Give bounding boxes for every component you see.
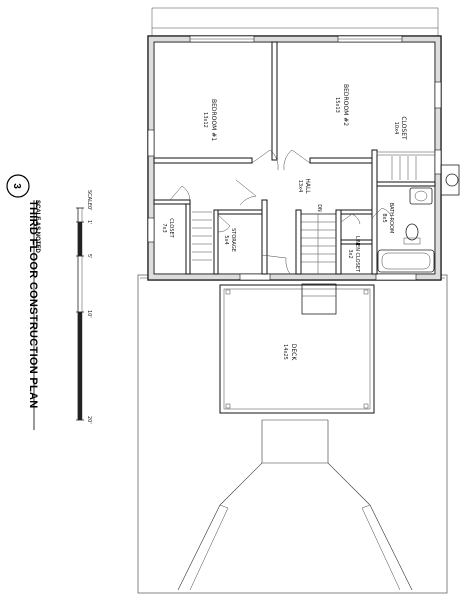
closet-top-size: 10x4	[393, 122, 399, 135]
linen-size: 3x2	[347, 249, 353, 258]
label-deck: DECK 14x25	[282, 344, 297, 362]
bedroom1-name: BEDROOM #1	[210, 99, 217, 141]
scale-tick-0: 0'	[86, 206, 92, 211]
label-linen: LINEN CLOSET 3x2	[347, 236, 360, 273]
linen-name: LINEN CLOSET	[354, 236, 360, 273]
interior-walls	[153, 41, 436, 275]
scale-tick-20: 20'	[86, 416, 92, 424]
bath-fixtures	[377, 187, 435, 273]
scale-label: SCALE:	[86, 190, 92, 208]
label-dn: DN	[316, 204, 322, 212]
sheet-number: 3	[11, 183, 22, 189]
closet-left-name: CLOSET	[168, 218, 174, 238]
label-bath: BATH ROOM 8x5	[381, 203, 394, 234]
bedroom2-name: BEDROOM #2	[342, 84, 349, 126]
label-bedroom1: BEDROOM #1 13x12	[202, 99, 217, 141]
stairs	[192, 211, 337, 275]
closet-top-name: CLOSET	[400, 116, 407, 140]
closet-shelves	[391, 156, 417, 180]
label-hall: HALL 13x4	[297, 178, 311, 194]
label-bedroom2: BEDROOM #2 15x13	[334, 84, 349, 126]
deck-stair	[301, 283, 337, 315]
scale-note: SCALE AS NOTED	[34, 200, 40, 253]
sheet-frame	[151, 7, 439, 40]
label-closet-top: CLOSET 10x4	[393, 116, 407, 140]
sheet-title-block: 3 THIRD FLOOR CONSTRUCTION PLAN SCALE AS…	[6, 174, 40, 430]
hall-name: HALL	[304, 178, 311, 194]
deck	[219, 284, 375, 414]
dn-label: DN	[316, 204, 322, 212]
bath-size: 8x5	[381, 213, 387, 222]
chimney	[440, 164, 460, 196]
sheet-title: THIRD FLOOR CONSTRUCTION PLAN	[27, 200, 39, 409]
bedroom1-size: 13x12	[202, 112, 208, 128]
deck-name: DECK	[290, 344, 297, 362]
bath-name: BATH ROOM	[388, 203, 394, 234]
scale-tick-5: 5'	[86, 254, 92, 259]
deck-size: 14x25	[282, 344, 288, 360]
bedroom2-size: 15x13	[334, 97, 340, 113]
hall-size: 13x4	[297, 180, 303, 193]
scale-bar: SCALE: 0' 1' 5' 10' 20'	[76, 190, 92, 424]
roof-outline	[137, 274, 448, 594]
storage-size: 5x4	[223, 235, 229, 244]
scale-tick-1: 1'	[86, 220, 92, 225]
closet-left-size: 7x3	[161, 223, 167, 232]
label-storage: STORAGE 5x4	[223, 228, 236, 252]
storage-name: STORAGE	[230, 228, 236, 252]
label-closet-left: CLOSET 7x3	[161, 218, 174, 238]
scale-tick-10: 10'	[86, 310, 92, 318]
